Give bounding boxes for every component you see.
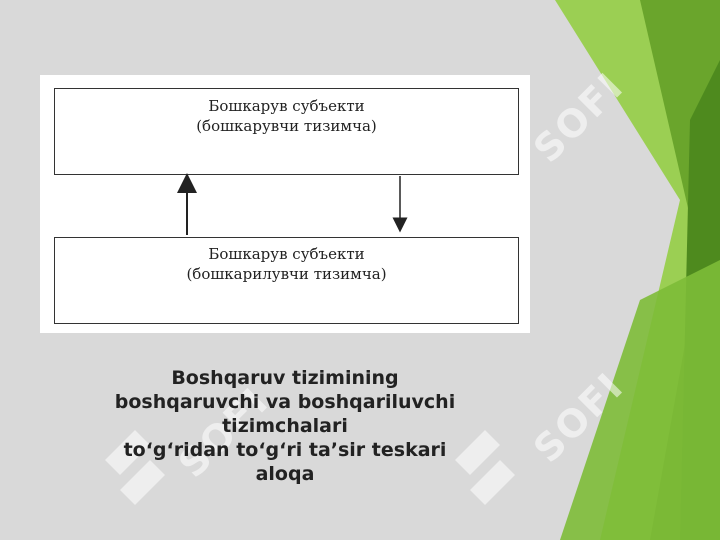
caption-line: tizimchalari bbox=[222, 415, 348, 437]
control-subject-box: Бошкарув субъекти (бошкарувчи тизимча) bbox=[54, 88, 519, 175]
controlled-subject-subtitle: (бошкарилувчи тизимча) bbox=[186, 265, 387, 283]
green-ribbon-lower bbox=[560, 260, 720, 540]
watermark-logo-bottom-right: SOFI bbox=[445, 310, 685, 530]
controlled-subject-box: Бошкарув субъекти (бошкарилувчи тизимча) bbox=[54, 237, 519, 324]
caption-line: Boshqaruv tizimining bbox=[171, 367, 399, 389]
caption-line: boshqaruvchi va boshqariluvchi bbox=[114, 391, 456, 413]
feedback-arrows bbox=[177, 173, 408, 235]
caption-line: to‘g‘ridan to‘g‘ri ta’sir teskari bbox=[123, 439, 447, 461]
slide-caption: Boshqaruv tizimining boshqaruvchi va bos… bbox=[40, 366, 530, 486]
watermark-text: SOFI bbox=[525, 63, 633, 172]
diagram-image: Бошкарув субъекти (бошкарувчи тизимча) Б… bbox=[40, 75, 530, 333]
control-subject-title: Бошкарув субъекти bbox=[208, 97, 365, 115]
watermark-logo-bottom-left: SOFI bbox=[95, 330, 315, 530]
caption-line: aloqa bbox=[255, 463, 315, 485]
control-subject-subtitle: (бошкарувчи тизимча) bbox=[196, 117, 377, 135]
watermark-symbol-icon bbox=[455, 430, 515, 505]
watermark-symbol-icon bbox=[105, 430, 165, 505]
controlled-subject-title: Бошкарув субъекти bbox=[208, 245, 365, 263]
watermark-text: SOFI bbox=[525, 363, 633, 472]
